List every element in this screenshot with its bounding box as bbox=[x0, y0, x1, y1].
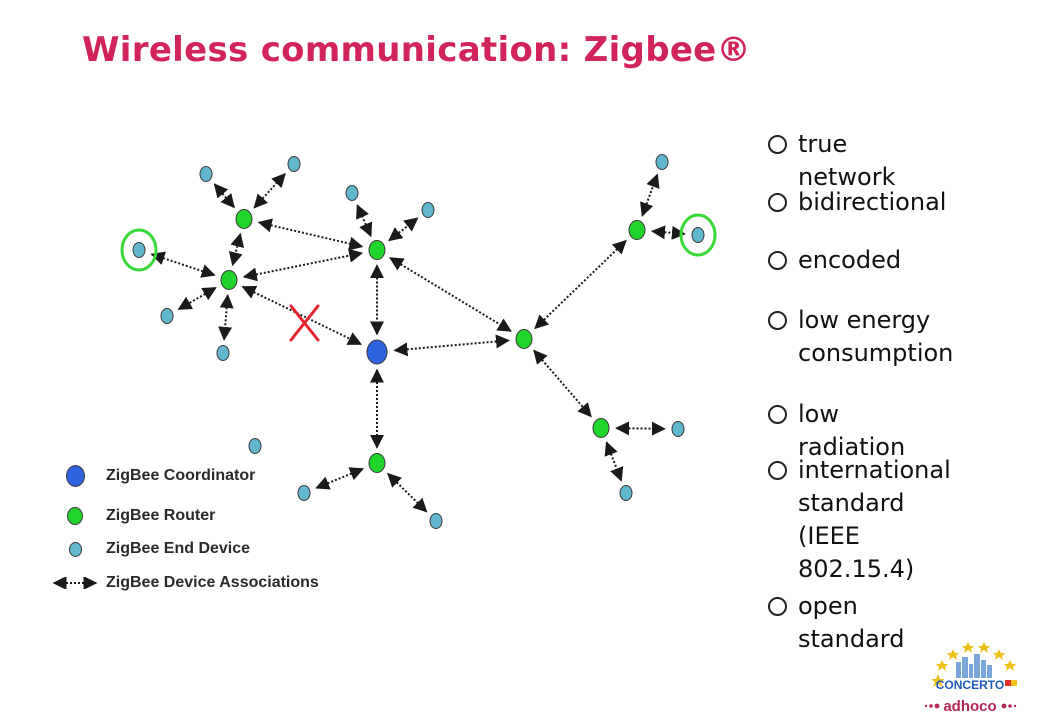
feature-item: open standard bbox=[768, 590, 904, 656]
association-link bbox=[241, 285, 363, 345]
highlight-ring bbox=[679, 213, 717, 257]
feature-text: bidirectional bbox=[798, 188, 947, 216]
end-device-node bbox=[297, 485, 311, 501]
feature-text: low radiation bbox=[798, 400, 906, 461]
circle-bullet-icon bbox=[768, 461, 787, 480]
association-link bbox=[534, 239, 627, 330]
flag-icon bbox=[1005, 680, 1017, 686]
association-link bbox=[213, 183, 235, 209]
feature-text: low energy consumption bbox=[798, 306, 954, 367]
network-nodes bbox=[120, 154, 717, 529]
skyline-icon bbox=[956, 654, 992, 678]
end-device-node bbox=[429, 513, 443, 529]
end-device-node bbox=[671, 421, 685, 437]
end-device-node bbox=[160, 308, 174, 324]
association-link bbox=[388, 217, 419, 242]
circle-bullet-icon bbox=[768, 193, 787, 212]
association-link bbox=[604, 441, 624, 482]
circle-bullet-icon bbox=[768, 135, 787, 154]
legend-item-association: ZigBee Device Associations bbox=[50, 569, 319, 597]
association-link bbox=[242, 248, 364, 282]
end-device-node bbox=[691, 227, 705, 243]
end-device-node bbox=[132, 242, 146, 258]
association-link bbox=[177, 286, 217, 311]
feature-item: low energy consumption bbox=[768, 304, 953, 370]
logo-concerto-text: CONCERTO bbox=[936, 678, 1004, 692]
end-device-node bbox=[619, 485, 633, 501]
legend-label: ZigBee Router bbox=[106, 507, 216, 524]
dots-decoration-icon bbox=[924, 703, 1017, 709]
feature-item: low radiation bbox=[768, 398, 905, 464]
highlight-ring bbox=[120, 228, 158, 272]
association-link bbox=[651, 225, 686, 240]
circle-bullet-icon bbox=[768, 405, 787, 424]
end-device-node bbox=[421, 202, 435, 218]
association-arrow-symbol bbox=[52, 577, 98, 589]
feature-text: true network bbox=[798, 130, 896, 191]
legend-item-coordinator: ZigBee Coordinator bbox=[50, 462, 255, 490]
legend-label: ZigBee Device Associations bbox=[106, 574, 319, 591]
feature-item: encoded bbox=[768, 244, 901, 277]
router-node bbox=[368, 453, 386, 473]
end-device-node bbox=[287, 156, 301, 172]
association-link bbox=[387, 472, 428, 513]
feature-text: encoded bbox=[798, 246, 902, 274]
end-device-node bbox=[345, 185, 359, 201]
router-node bbox=[592, 418, 610, 438]
association-link bbox=[640, 173, 660, 217]
feature-text: open standard bbox=[798, 592, 905, 653]
router-node bbox=[235, 209, 253, 229]
feature-item: true network bbox=[768, 128, 895, 194]
broken-link-cross-icon bbox=[289, 304, 320, 342]
feature-item: international standard (IEEE 802.15.4) bbox=[768, 454, 951, 586]
feature-text: international standard (IEEE 802.15.4) bbox=[798, 456, 951, 583]
association-link bbox=[228, 232, 245, 267]
circle-bullet-icon bbox=[768, 311, 787, 330]
association-link bbox=[533, 349, 592, 418]
circle-bullet-icon bbox=[768, 251, 787, 270]
concerto-adhoco-logo: CONCERTO adhoco bbox=[924, 642, 1017, 715]
router-node bbox=[220, 270, 238, 290]
association-link bbox=[218, 294, 234, 341]
association-link bbox=[615, 421, 666, 436]
association-link bbox=[389, 257, 512, 332]
association-link bbox=[253, 172, 286, 209]
star-ring-icon bbox=[931, 642, 1016, 687]
legend-label: ZigBee Coordinator bbox=[106, 467, 256, 484]
association-link bbox=[150, 251, 216, 278]
end-device-node bbox=[216, 345, 230, 361]
association-link bbox=[257, 218, 364, 251]
end-device-symbol bbox=[68, 541, 82, 557]
end-device-node bbox=[199, 166, 213, 182]
slide-title: Wireless communication: Zigbee® bbox=[82, 30, 751, 70]
legend-item-end-device: ZigBee End Device bbox=[50, 535, 250, 563]
association-link bbox=[315, 467, 364, 490]
logo-adhoco-text: adhoco bbox=[943, 698, 996, 715]
end-device-node bbox=[248, 438, 262, 454]
router-node bbox=[515, 329, 533, 349]
feature-item: bidirectional bbox=[768, 186, 946, 219]
device-associations bbox=[150, 172, 686, 513]
router-node bbox=[628, 220, 646, 240]
association-link bbox=[356, 204, 373, 238]
router-node bbox=[368, 240, 386, 260]
legend-item-router: ZigBee Router bbox=[50, 502, 215, 530]
coordinator-symbol bbox=[65, 465, 85, 487]
circle-bullet-icon bbox=[768, 597, 787, 616]
legend-label: ZigBee End Device bbox=[106, 540, 251, 557]
coordinator-node bbox=[366, 339, 388, 365]
association-link bbox=[393, 334, 510, 357]
end-device-node bbox=[655, 154, 669, 170]
router-symbol bbox=[67, 507, 83, 525]
